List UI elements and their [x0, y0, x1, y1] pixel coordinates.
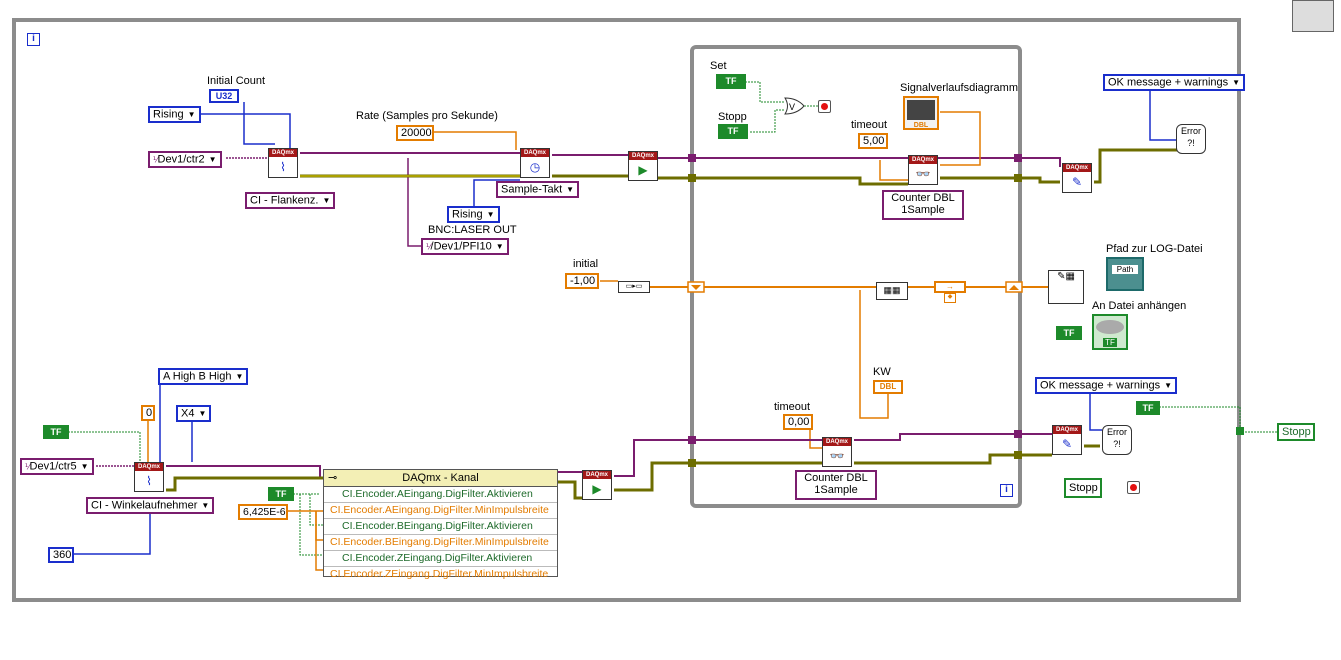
- pfad-label: Pfad zur LOG-Datei: [1106, 243, 1203, 255]
- outer-while-loop: [12, 18, 1241, 602]
- true-constant-left[interactable]: TF: [43, 425, 69, 439]
- rate-label: Rate (Samples pro Sekunde): [356, 110, 498, 122]
- true-constant-right[interactable]: TF: [1136, 401, 1160, 415]
- initial-count-constant[interactable]: U32: [209, 89, 239, 103]
- daqmx-clear-bottom[interactable]: DAQmx✎: [1052, 425, 1082, 455]
- daqmx-read-top[interactable]: DAQmx👓: [908, 155, 938, 185]
- timeout-top-constant[interactable]: 5,00: [858, 133, 888, 149]
- pfi-terminal-constant[interactable]: ⅟/Dev1/PFI10: [421, 238, 509, 255]
- daqmx-clear-top[interactable]: DAQmx✎: [1062, 163, 1092, 193]
- error-handler-top[interactable]: Error ?!: [1176, 124, 1206, 154]
- daqmx-read-bottom[interactable]: DAQmx👓: [822, 437, 852, 467]
- bnc-label: BNC:LASER OUT: [428, 224, 517, 236]
- stopp-button-terminal[interactable]: TF: [718, 124, 748, 139]
- min-pulse-width-constant[interactable]: 6,425E-6: [238, 504, 288, 520]
- daqmx-start-bottom[interactable]: DAQmx▶: [582, 470, 612, 500]
- prop-row[interactable]: CI.Encoder.AEingang.DigFilter.MinImpulsb…: [324, 503, 557, 519]
- zero-constant[interactable]: 0: [141, 405, 155, 421]
- prop-row[interactable]: CI.Encoder.BEingang.DigFilter.Aktivieren: [324, 519, 557, 535]
- inner-iteration-terminal: i: [1000, 484, 1013, 497]
- true-constant-filter[interactable]: TF: [268, 487, 294, 501]
- rising-edge-ring-2[interactable]: Rising: [447, 206, 500, 223]
- set-label: Set: [710, 60, 727, 72]
- waveform-chart-icon[interactable]: DBL: [903, 96, 939, 130]
- initializer-terminal-icon: ◆: [944, 293, 956, 303]
- signalverlauf-label: Signalverlaufsdiagramm: [900, 82, 1018, 94]
- rate-constant[interactable]: 20000: [396, 125, 434, 141]
- daqmx-channel-property-node[interactable]: ⊸DAQmx - Kanal CI.Encoder.AEingang.DigFi…: [323, 469, 558, 580]
- counter-dbl-selector-top[interactable]: Counter DBL 1Sample: [882, 190, 964, 220]
- insert-into-array-icon: ▦▦: [876, 282, 908, 300]
- ci-winkel-selector[interactable]: CI - Winkelaufnehmer: [86, 497, 215, 514]
- log-path-control[interactable]: Path: [1106, 257, 1144, 291]
- set-button-terminal[interactable]: TF: [716, 74, 746, 89]
- timeout-bottom-label: timeout: [774, 401, 811, 413]
- pulses-per-rev-constant[interactable]: 360: [48, 547, 74, 563]
- kw-label: KW: [873, 366, 891, 378]
- stopp-indicator: Stopp: [1277, 423, 1315, 441]
- append-file-control[interactable]: TF: [1092, 314, 1128, 350]
- write-spreadsheet-icon[interactable]: ✎▦: [1048, 270, 1084, 304]
- stopp-label: Stopp: [718, 111, 747, 123]
- initial-constant[interactable]: -1,00: [565, 273, 599, 289]
- initial-label: initial: [573, 258, 599, 270]
- counter-dbl-selector-bottom[interactable]: Counter DBL 1Sample: [795, 470, 877, 500]
- daqmx-create-channel-top[interactable]: DAQmx⌇: [268, 148, 298, 178]
- prop-row[interactable]: CI.Encoder.ZEingang.DigFilter.Aktivieren: [324, 551, 557, 567]
- counter-ctr5-constant[interactable]: ⅟Dev1/ctr5: [20, 458, 94, 475]
- feedback-node-icon: →: [934, 281, 966, 293]
- rising-edge-ring[interactable]: Rising: [148, 106, 201, 123]
- outer-iteration-terminal: i: [27, 33, 40, 46]
- prop-row[interactable]: CI.Encoder.AEingang.DigFilter.Aktivieren: [324, 487, 557, 503]
- prop-row[interactable]: CI.Encoder.BEingang.DigFilter.MinImpulsb…: [324, 535, 557, 551]
- svg-text:V: V: [789, 102, 795, 112]
- stopp-button-control[interactable]: Stopp: [1064, 478, 1102, 498]
- inner-while-loop: [690, 45, 1022, 508]
- decoding-type-selector[interactable]: A High B High: [158, 368, 249, 385]
- prop-row[interactable]: CI.Encoder.ZEingang.DigFilter.MinImpulsb…: [330, 568, 549, 580]
- true-constant-middle[interactable]: TF: [1056, 326, 1082, 340]
- kw-indicator: DBL: [873, 380, 903, 394]
- initial-count-label: Initial Count: [207, 75, 266, 87]
- daqmx-create-encoder-channel[interactable]: DAQmx⌇: [134, 462, 164, 492]
- stop-condition-icon: [818, 100, 831, 113]
- sample-takt-selector[interactable]: Sample-Takt: [496, 181, 580, 198]
- ok-message-selector-bottom[interactable]: OK message + warnings: [1035, 377, 1178, 394]
- error-handler-bottom[interactable]: Error ?!: [1102, 425, 1132, 455]
- stop-terminal-icon: [1127, 481, 1140, 494]
- daqmx-start-top[interactable]: DAQmx▶: [628, 151, 658, 181]
- window-icon[interactable]: [1292, 0, 1334, 32]
- timeout-top-label: timeout: [851, 119, 888, 131]
- timeout-bottom-constant[interactable]: 0,00: [783, 414, 813, 430]
- counter-ctr2-constant[interactable]: ⅟Dev1/ctr2: [148, 151, 222, 168]
- an-datei-label: An Datei anhängen: [1092, 300, 1187, 312]
- ok-message-selector-top[interactable]: OK message + warnings: [1103, 74, 1246, 91]
- x4-selector[interactable]: X4: [176, 405, 212, 422]
- build-array-icon: ▭▸▭: [618, 281, 650, 293]
- daqmx-timing-top[interactable]: DAQmx◷: [520, 148, 550, 178]
- ci-flanken-selector[interactable]: CI - Flankenz.: [245, 192, 336, 209]
